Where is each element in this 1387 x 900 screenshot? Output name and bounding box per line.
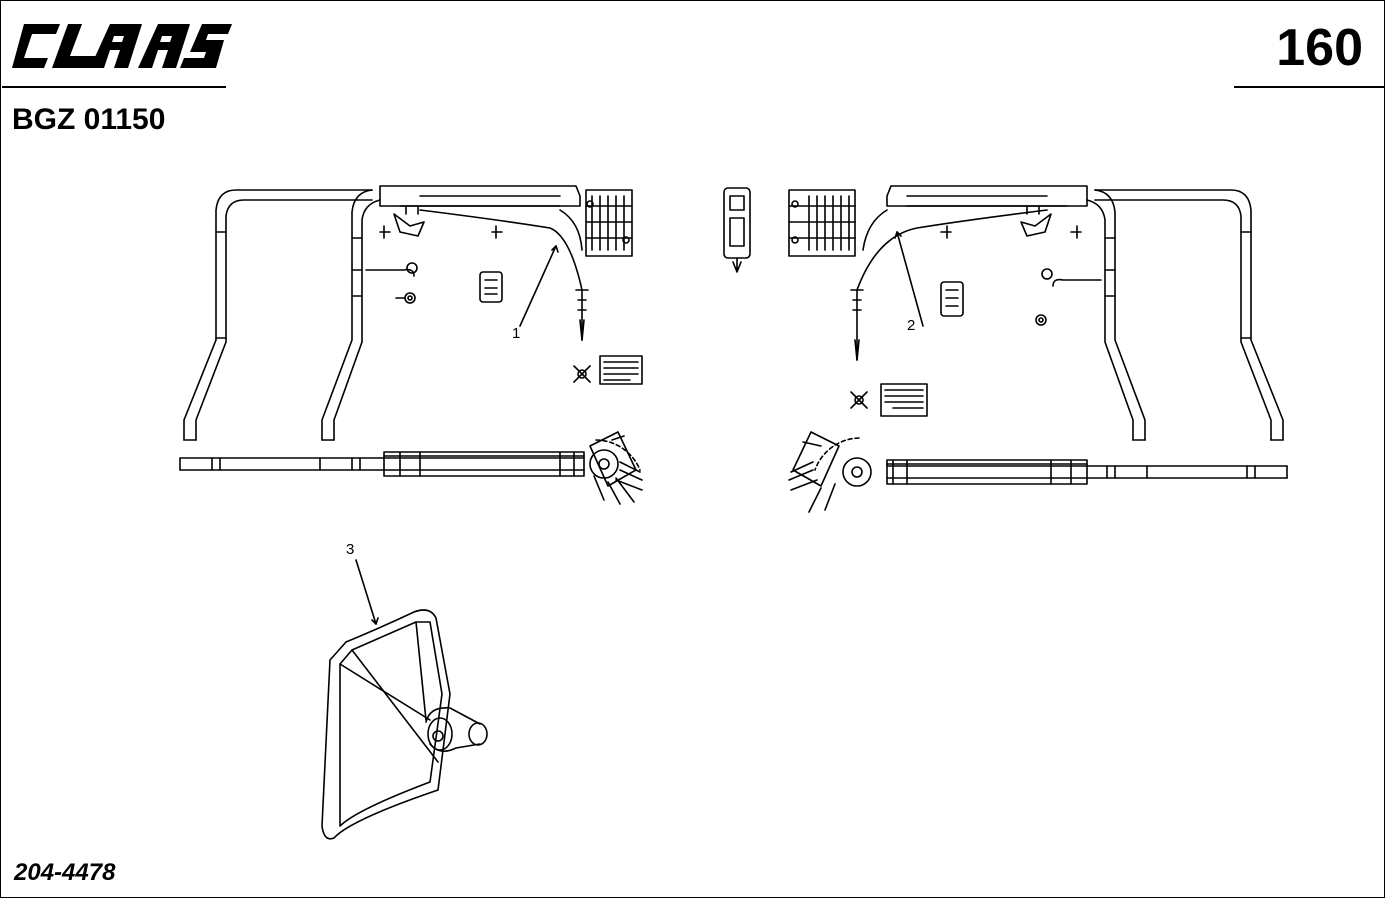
page-number: 160 (1276, 19, 1363, 77)
callout-1: 1 (512, 325, 520, 342)
drawing-number: 204-4478 (14, 859, 116, 886)
page-number-underline (1234, 86, 1384, 88)
logo-underline (2, 86, 226, 88)
mirror-bracket-right-icon (788, 185, 1288, 513)
mirror-glass-icon (321, 559, 488, 840)
callout-3: 3 (346, 541, 354, 558)
callout-2: 2 (907, 317, 915, 334)
center-detail-part (723, 187, 751, 273)
claas-logo (12, 24, 232, 68)
group-code: BGZ 01150 (12, 103, 166, 136)
mirror-bracket-left-icon (179, 185, 643, 505)
